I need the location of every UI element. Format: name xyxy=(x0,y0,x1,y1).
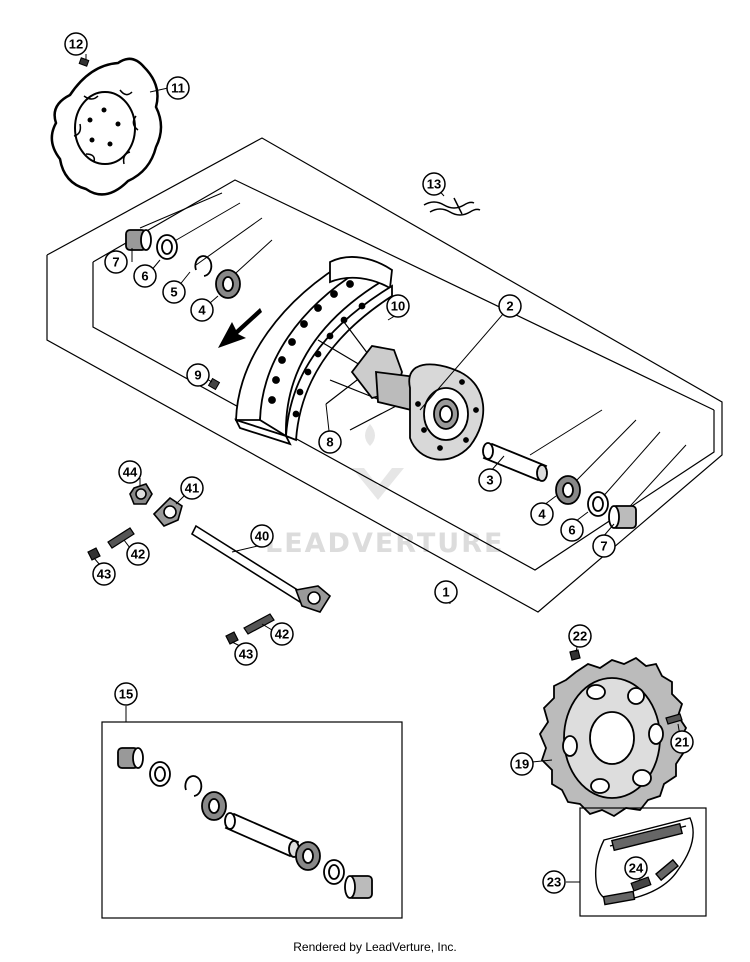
svg-text:10: 10 xyxy=(391,299,405,314)
svg-text:3: 3 xyxy=(486,473,493,488)
direction-arrow xyxy=(218,308,262,348)
bearing-left xyxy=(215,269,241,299)
callout-23: 23 xyxy=(542,870,566,894)
svg-text:42: 42 xyxy=(131,547,145,562)
svg-text:13: 13 xyxy=(427,177,441,192)
callout-8: 8 xyxy=(318,430,342,454)
svg-text:6: 6 xyxy=(141,269,148,284)
callout-1: 1 xyxy=(434,580,458,604)
svg-text:23: 23 xyxy=(547,875,561,890)
svg-text:12: 12 xyxy=(69,37,83,52)
callout-15: 15 xyxy=(114,682,138,706)
footer-credit: Rendered by LeadVerture, Inc. xyxy=(293,940,457,954)
callout-41: 41 xyxy=(180,476,204,500)
axle-nut xyxy=(129,483,153,505)
callout-5: 5 xyxy=(162,280,186,304)
callout-42-upper: 42 xyxy=(126,542,150,566)
callout-13: 13 xyxy=(422,172,446,196)
svg-text:15: 15 xyxy=(119,687,133,702)
disc-screw xyxy=(78,57,90,67)
hub xyxy=(350,345,485,461)
callout-19: 19 xyxy=(510,752,534,776)
callout-42-lower: 42 xyxy=(270,622,294,646)
callout-6-right: 6 xyxy=(560,518,584,542)
sprocket-bolt xyxy=(665,713,683,725)
svg-text:11: 11 xyxy=(171,81,185,96)
valve-nut xyxy=(207,377,221,391)
svg-text:22: 22 xyxy=(573,629,587,644)
callout-22: 22 xyxy=(568,624,592,648)
watermark-text: LEADVERTURE xyxy=(265,528,504,559)
chain-joint-link xyxy=(630,876,652,892)
callout-7-right: 7 xyxy=(592,534,616,558)
callout-9: 9 xyxy=(186,363,210,387)
right-bearing-stack xyxy=(555,475,637,529)
bearing-kit-parts xyxy=(117,747,373,899)
leader-lines-right xyxy=(529,409,687,516)
chain-box xyxy=(566,807,707,917)
axle xyxy=(190,524,332,613)
leader-lines-left xyxy=(139,192,273,283)
chain xyxy=(594,817,694,906)
svg-text:24: 24 xyxy=(629,861,644,876)
svg-text:41: 41 xyxy=(185,481,199,496)
adjusting-nut-lower xyxy=(225,631,239,645)
svg-text:40: 40 xyxy=(255,529,269,544)
callout-12: 12 xyxy=(64,32,88,56)
callout-21: 21 xyxy=(670,730,694,754)
svg-text:19: 19 xyxy=(515,757,529,772)
watermark: LEADVERTURE xyxy=(265,424,504,559)
seal-ring-left xyxy=(156,234,178,260)
callout-3: 3 xyxy=(478,468,502,492)
svg-text:2: 2 xyxy=(506,299,513,314)
chain-adjuster-left xyxy=(152,496,183,527)
svg-text:4: 4 xyxy=(198,303,206,318)
spacer-right xyxy=(608,505,637,529)
adjusting-nut-upper xyxy=(87,547,101,561)
callout-4-left: 4 xyxy=(190,298,214,322)
callout-2: 2 xyxy=(498,294,522,318)
rim xyxy=(234,256,393,446)
svg-text:7: 7 xyxy=(600,539,607,554)
svg-text:21: 21 xyxy=(675,735,689,750)
svg-text:43: 43 xyxy=(239,647,253,662)
svg-text:42: 42 xyxy=(275,627,289,642)
bearing-right xyxy=(555,475,581,505)
callout-6-left: 6 xyxy=(133,264,157,288)
rear-sprocket xyxy=(538,656,688,818)
callout-43-upper: 43 xyxy=(92,562,116,586)
svg-text:8: 8 xyxy=(326,435,333,450)
axle-spacer-tube xyxy=(482,442,548,482)
svg-text:1: 1 xyxy=(442,585,449,600)
svg-text:4: 4 xyxy=(538,507,546,522)
svg-text:44: 44 xyxy=(123,465,138,480)
callout-43-lower: 43 xyxy=(234,642,258,666)
sprocket-nut xyxy=(569,649,581,661)
svg-text:9: 9 xyxy=(194,368,201,383)
callout-40: 40 xyxy=(250,524,274,548)
rim-tape xyxy=(423,197,481,216)
spacer-left xyxy=(125,229,152,251)
callout-10: 10 xyxy=(386,294,410,318)
svg-text:7: 7 xyxy=(112,255,119,270)
left-bearing-stack xyxy=(125,229,241,299)
bearing-kit-box xyxy=(101,706,403,919)
callout-4-right: 4 xyxy=(530,502,554,526)
adjusting-screw-upper xyxy=(107,527,135,549)
circlip-left xyxy=(194,255,213,277)
adjusting-screw-lower xyxy=(243,613,275,635)
svg-text:6: 6 xyxy=(568,523,575,538)
callout-44: 44 xyxy=(118,460,142,484)
svg-text:5: 5 xyxy=(170,285,177,300)
svg-text:43: 43 xyxy=(97,567,111,582)
callout-7-left: 7 xyxy=(104,250,128,274)
callouts: 12 11 13 7 6 5 4 10 2 9 8 3 4 6 7 1 44 4… xyxy=(64,32,694,894)
brake-disc xyxy=(50,57,163,196)
seal-ring-right xyxy=(587,491,609,517)
assembly-frame-outer xyxy=(46,137,723,613)
callout-24: 24 xyxy=(624,856,648,880)
callout-11: 11 xyxy=(166,76,190,100)
